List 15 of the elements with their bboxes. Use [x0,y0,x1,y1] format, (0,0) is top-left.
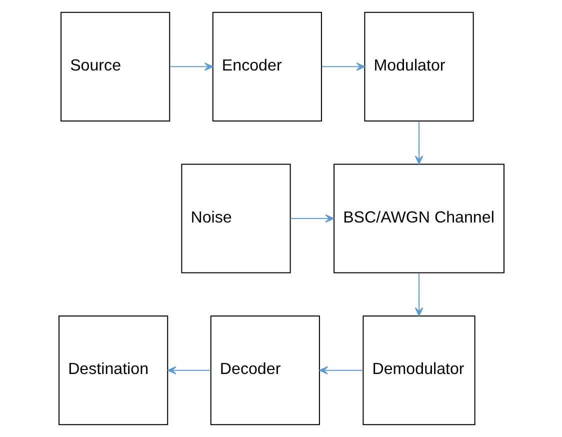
node-box: BSC/AWGN Channel [333,164,504,274]
arrow [321,62,365,71]
node-box: Encoder [212,12,322,122]
node-box: Decoder [210,316,320,426]
arrow [414,273,423,316]
arrow [290,214,334,223]
node-box: Destination [58,316,168,426]
node-box: Demodulator [362,316,475,426]
arrow [318,366,363,374]
arrow [414,121,423,164]
node-box: Source [60,12,170,122]
arrow [169,62,213,71]
node-box: Modulator [364,12,474,122]
node-box: Noise [180,164,290,274]
arrow [166,366,210,374]
